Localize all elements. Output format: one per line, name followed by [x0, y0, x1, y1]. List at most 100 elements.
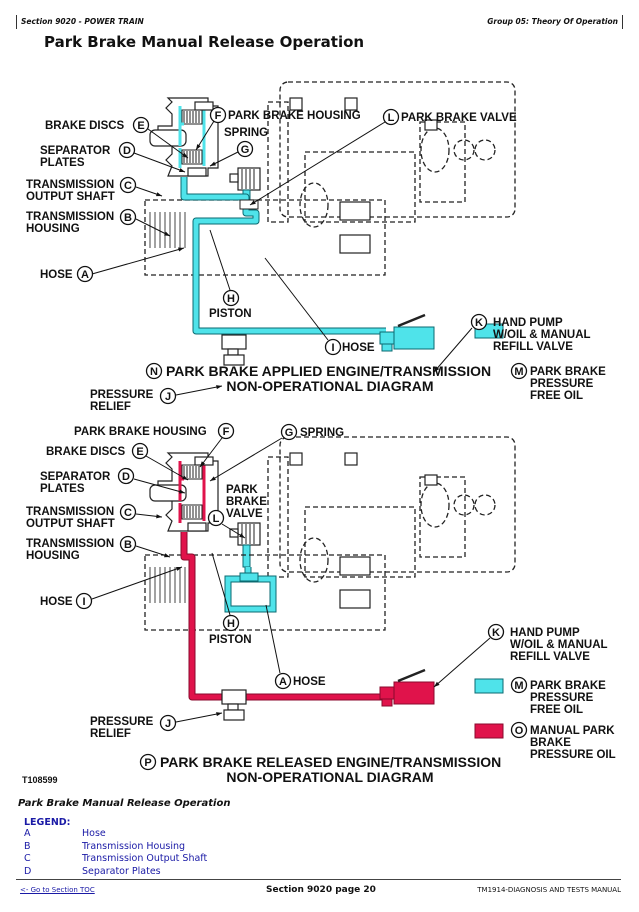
label-spring: SPRING	[300, 427, 344, 439]
page-footer: <- Go to Section TOC Section 9020 page 2…	[16, 879, 621, 895]
callout-o-circle	[510, 721, 528, 739]
callout-e-letter: E	[137, 120, 144, 132]
legend-value: Transmission Output Shaft	[82, 853, 208, 864]
section-toc-link[interactable]: <- Go to Section TOC	[20, 886, 95, 894]
fitting-1	[289, 452, 303, 466]
hand-pump-inlet	[379, 686, 395, 700]
label-hose-a: HOSE	[293, 676, 326, 688]
callout-i-letter: I	[331, 342, 334, 354]
brake-housing-cap	[194, 101, 214, 111]
legend-key: B	[24, 840, 31, 852]
pressure-relief-neck	[227, 348, 239, 356]
diagram-caption-line-1: PARK BRAKE RELEASED ENGINE/TRANSMISSION	[160, 754, 501, 770]
circuit-loop	[304, 506, 416, 578]
label-manual-pressure-oil: MANUAL PARK	[530, 725, 615, 737]
pump-gear-2	[474, 139, 496, 161]
callout-n-circle	[145, 362, 163, 380]
arrowhead	[176, 566, 182, 571]
callout-a-letter: A	[279, 676, 287, 688]
callout-h-letter: H	[227, 293, 235, 305]
label-park-brake-valve: VALVE	[226, 508, 263, 520]
callout-l-circle	[207, 509, 225, 527]
label-manual-pressure-oil: PRESSURE OIL	[530, 749, 616, 761]
leader-line	[133, 478, 186, 494]
callout-c-circle	[119, 176, 137, 194]
fitting-3	[424, 474, 438, 486]
leader-line	[91, 566, 183, 600]
callout-a-circle	[274, 672, 292, 690]
callout-k-circle	[487, 623, 505, 641]
accumulator	[299, 537, 329, 583]
label-pressure-relief: PRESSURE	[90, 389, 154, 401]
tee-fitting	[239, 199, 259, 210]
legend-heading: LEGEND:	[24, 817, 71, 828]
section-label: Section 9020 - POWER TRAIN	[21, 17, 144, 26]
manual-name: TM1914-DIAGNOSIS AND TESTS MANUAL	[477, 886, 621, 894]
callout-f-circle	[209, 106, 227, 124]
diagram-caption-line-2: NON-OPERATIONAL DIAGRAM	[226, 378, 433, 394]
valve-body	[237, 167, 261, 191]
fitting-2	[344, 452, 358, 466]
callout-g-letter: G	[285, 427, 294, 439]
figure-caption: Park Brake Manual Release Operation	[18, 798, 231, 809]
label-transmission-housing: HOUSING	[26, 550, 80, 562]
swatch-manual-pressure-oil	[474, 723, 504, 739]
pressure-relief-valve	[221, 334, 247, 350]
arrowhead	[179, 489, 185, 494]
page-header: Section 9020 - POWER TRAIN Group 05: The…	[16, 15, 623, 29]
fitting-1	[289, 97, 303, 111]
pressure-relief-base	[223, 709, 245, 721]
label-separator-plates: PLATES	[40, 483, 85, 495]
pump-gear-1	[453, 494, 475, 516]
callout-l-letter: L	[213, 513, 220, 525]
leader-line	[145, 455, 189, 481]
accumulator	[299, 182, 329, 228]
callout-b-letter: B	[124, 212, 132, 224]
label-park-brake-housing: PARK BRAKE HOUSING	[74, 426, 207, 438]
oil-passage	[178, 106, 206, 168]
park-brake-valve	[229, 522, 261, 568]
callout-b-letter: B	[124, 539, 132, 551]
callout-m-circle	[510, 676, 528, 694]
hand-pump-handle	[397, 313, 426, 328]
label-pressure-relief: PRESSURE	[90, 716, 154, 728]
callout-d-letter: D	[122, 471, 130, 483]
filter-canister	[420, 482, 450, 528]
callout-j-letter: J	[165, 391, 171, 403]
arrowhead	[216, 385, 222, 390]
label-hose-a: HOSE	[40, 269, 73, 281]
label-pressure-free-oil: PRESSURE	[530, 378, 594, 390]
pump-gear-1	[453, 139, 475, 161]
pressure-relief-base	[223, 354, 245, 366]
label-park-brake-valve: PARK BRAKE VALVE	[401, 112, 517, 124]
fitting-3	[424, 119, 438, 131]
park-brake-assembly	[149, 452, 219, 532]
arrowhead	[164, 553, 170, 558]
swatch-pressure-free-oil	[474, 678, 504, 694]
circuit-outline	[279, 81, 516, 218]
park-brake-assembly	[149, 97, 219, 177]
label-output-shaft: OUTPUT SHAFT	[26, 191, 115, 203]
arrowhead	[210, 161, 216, 166]
legend-key: A	[24, 828, 31, 839]
label-park-brake-housing: PARK BRAKE HOUSING	[228, 110, 361, 122]
page-title: Park Brake Manual Release Operation	[44, 33, 365, 51]
label-output-shaft: OUTPUT SHAFT	[26, 518, 115, 530]
callout-h-letter: H	[227, 618, 235, 630]
arrowhead	[196, 144, 201, 150]
arrowhead	[164, 231, 170, 236]
label-output-shaft: TRANSMISSION	[26, 506, 114, 518]
hand-pump-handle	[397, 668, 426, 683]
pressure-relief-valve	[221, 689, 247, 705]
hand-pump-body	[393, 326, 435, 350]
label-separator-plates: SEPARATOR	[40, 145, 111, 157]
callout-f-letter: F	[215, 110, 222, 122]
label-hand-pump: HAND PUMP	[510, 627, 580, 639]
label-manual-pressure-oil: BRAKE	[530, 737, 571, 749]
